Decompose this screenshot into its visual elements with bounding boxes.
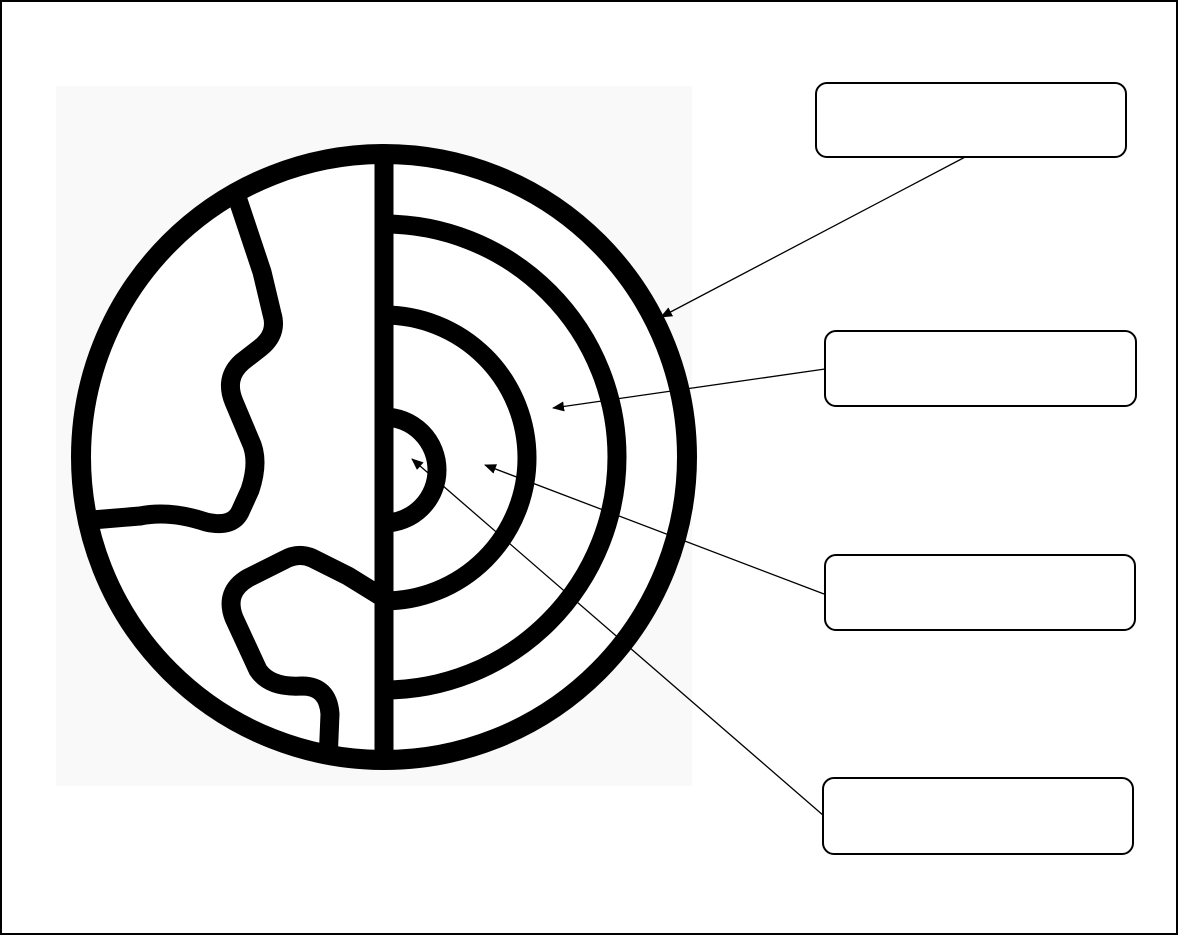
label-box-inner-core[interactable] xyxy=(822,777,1134,855)
leader-line-crust xyxy=(661,155,969,317)
label-box-crust[interactable] xyxy=(815,82,1127,158)
label-box-mantle[interactable] xyxy=(824,330,1137,407)
label-box-outer-core[interactable] xyxy=(824,554,1136,631)
